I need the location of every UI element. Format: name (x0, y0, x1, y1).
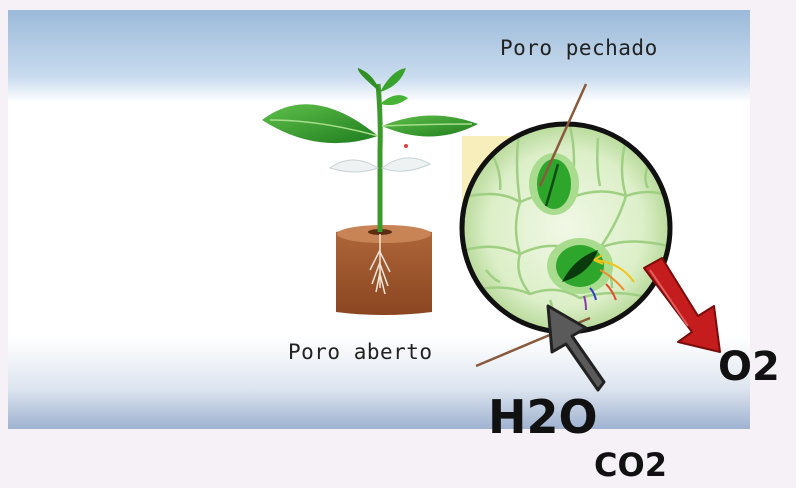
plant-roots (369, 234, 391, 295)
closed-stoma-icon (529, 153, 579, 215)
magnifier-circle (459, 121, 673, 335)
leaf-top-left (357, 68, 380, 92)
o2-outflow-arrow (643, 257, 721, 353)
gas-flow-arrows (583, 254, 635, 311)
h2o-co2-inflow-arrow (546, 304, 606, 392)
cotyledon-left (328, 159, 380, 173)
open-stoma-icon (547, 238, 613, 294)
cotyledon-right (380, 157, 432, 172)
closed-pore-label: Poro pechado (500, 36, 658, 60)
leaf-top-right (380, 68, 406, 92)
h2o-label: H2O (488, 390, 598, 444)
soil-block (336, 226, 432, 315)
open-pore-label: Poro aberto (288, 340, 433, 364)
pointer-closed-pore (538, 83, 588, 187)
plant-stem (375, 83, 383, 232)
o2-label: O2 (718, 344, 780, 390)
co2-label: CO2 (594, 446, 667, 484)
leaf-right (382, 115, 478, 137)
plant-illustration (262, 68, 478, 315)
